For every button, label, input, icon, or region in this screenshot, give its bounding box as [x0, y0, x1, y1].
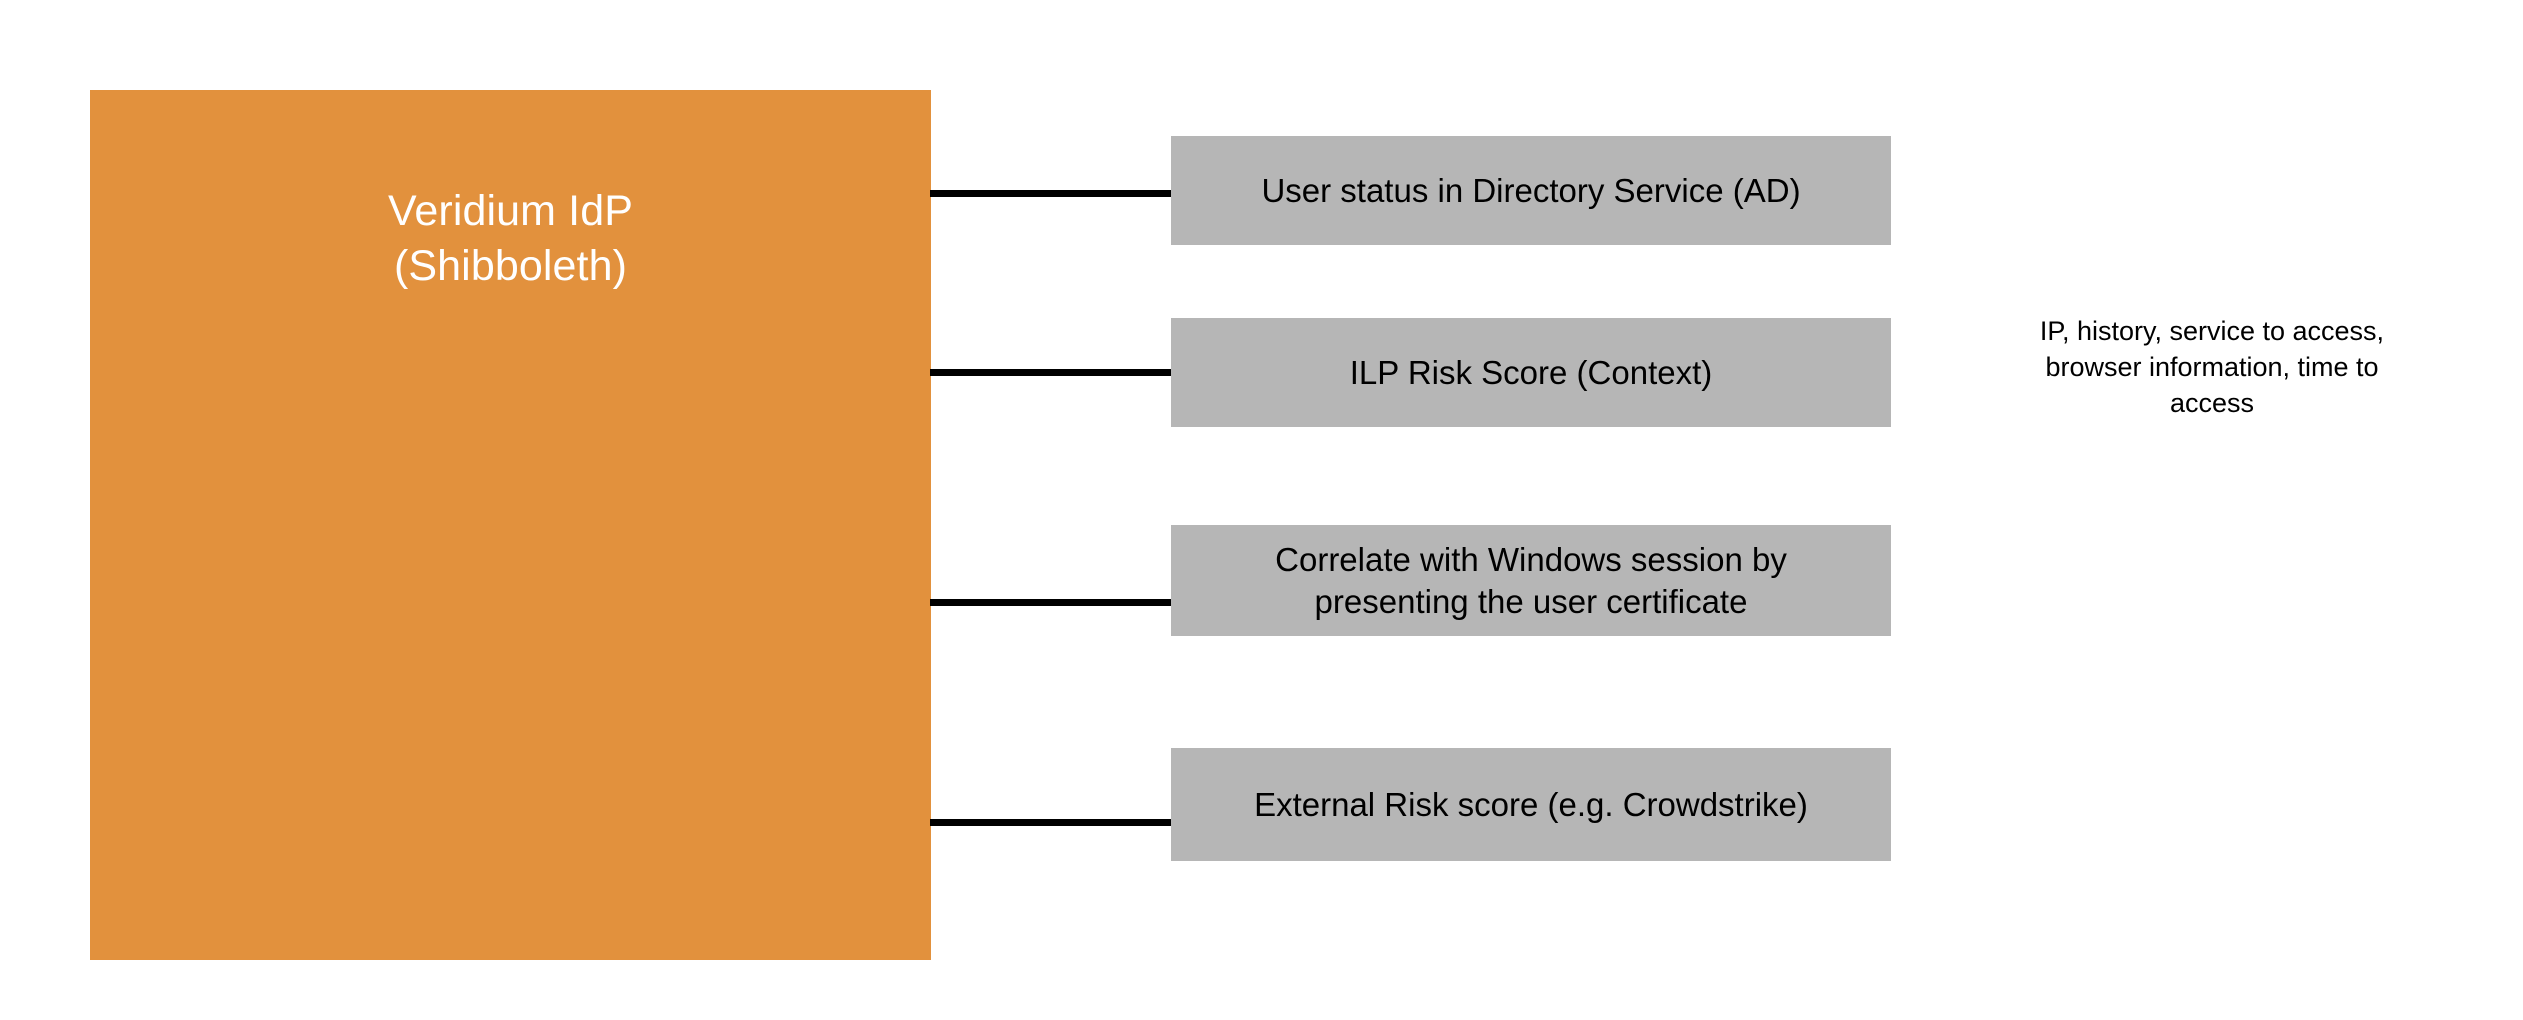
node-ilp-risk-score-label: ILP Risk Score (Context)	[1349, 353, 1713, 391]
connector-idp-to-ilp-risk-score	[930, 369, 1172, 376]
node-external-risk-score[interactable]: External Risk score (e.g. Crowdstrike)	[1171, 748, 1891, 861]
connector-idp-to-windows-session	[930, 599, 1172, 606]
node-veridium-idp-label: Veridium IdP (Shibboleth)	[388, 187, 633, 291]
node-veridium-idp[interactable]: Veridium IdP (Shibboleth)	[90, 90, 931, 960]
connector-idp-to-user-status	[930, 190, 1172, 197]
node-user-status-directory-service-label: User status in Directory Service (AD)	[1261, 171, 1801, 209]
node-user-status-directory-service[interactable]: User status in Directory Service (AD)	[1171, 136, 1891, 245]
node-external-risk-score-label: External Risk score (e.g. Crowdstrike)	[1254, 785, 1808, 823]
node-correlate-windows-session[interactable]: Correlate with Windows session by presen…	[1171, 525, 1891, 636]
node-ilp-risk-score[interactable]: ILP Risk Score (Context)	[1171, 318, 1891, 427]
node-correlate-windows-session-label: Correlate with Windows session by presen…	[1275, 541, 1787, 620]
annotation-context-signals: IP, history, service to access, browser …	[2039, 316, 2385, 419]
connector-idp-to-external-risk-score	[930, 819, 1172, 826]
